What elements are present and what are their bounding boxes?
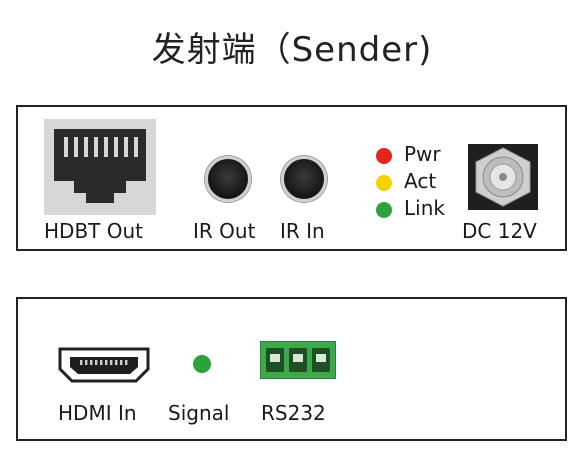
rs232-terminal-icon <box>266 348 330 372</box>
dc-12v-label: DC 12V <box>462 219 537 243</box>
rj45-port-icon <box>54 129 146 203</box>
dc-jack-icon <box>475 147 531 207</box>
sender-top-panel: HDBT Out IR Out IR In Pwr Act Link DC 12… <box>16 105 567 251</box>
act-led-icon <box>376 175 392 191</box>
hdmi-in-label: HDMI In <box>58 401 137 425</box>
pwr-led-icon <box>376 148 392 164</box>
ir-out-jack-icon <box>205 156 251 202</box>
sender-bottom-panel: HDMI In Signal RS232 <box>16 297 567 441</box>
dc-power-jack <box>468 144 538 210</box>
signal-label: Signal <box>168 401 230 425</box>
signal-led-icon <box>193 355 211 373</box>
hdbt-rj45-port <box>44 119 156 215</box>
rs232-label: RS232 <box>261 401 326 425</box>
hdmi-port <box>56 345 152 385</box>
ir-out-label: IR Out <box>193 219 256 243</box>
pwr-led-label: Pwr <box>404 142 441 166</box>
hdbt-out-label: HDBT Out <box>44 219 143 243</box>
rs232-terminal-block <box>260 341 336 379</box>
link-led-label: Link <box>404 196 445 220</box>
link-led-icon <box>376 202 392 218</box>
hdmi-port-icon <box>58 347 150 383</box>
act-led-label: Act <box>404 169 437 193</box>
ir-in-jack-icon <box>281 156 327 202</box>
page-title: 发射端（Sender) <box>151 30 433 70</box>
ir-in-label: IR In <box>280 219 325 243</box>
